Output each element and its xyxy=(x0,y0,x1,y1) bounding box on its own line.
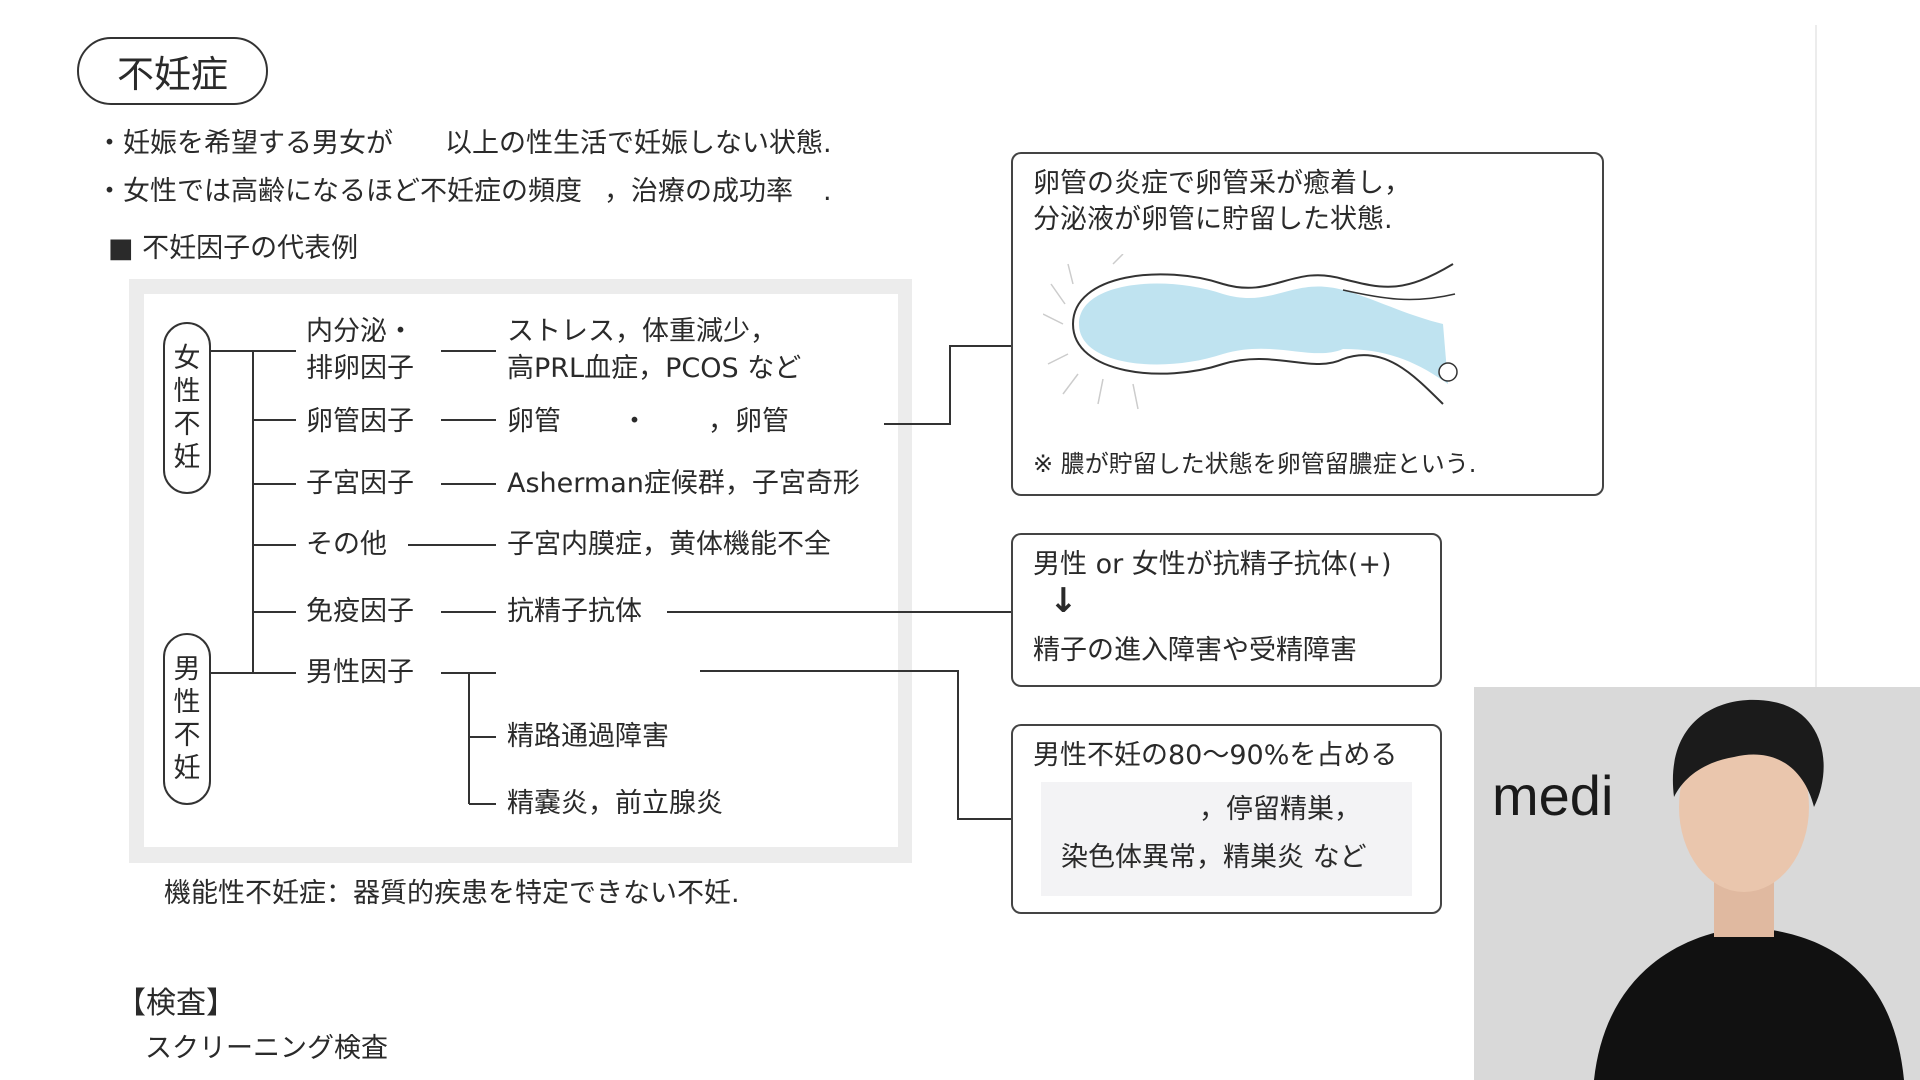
factor-other: その他 xyxy=(306,529,387,560)
female-label-char: 性 xyxy=(173,376,201,407)
male-box-line3: 染色体異常，精巣炎 など xyxy=(1061,842,1367,873)
factor-immune: 免疫因子 xyxy=(306,596,414,627)
brand-logo: medi xyxy=(1492,764,1614,827)
factor-endocrine-2: 排卵因子 xyxy=(306,353,414,384)
factor-uterine: 子宮因子 xyxy=(306,468,414,499)
detail-male-1: 精路通過障害 xyxy=(507,721,669,752)
bullet-2-text: ・女性では高齢になるほど不妊症の頻度 xyxy=(96,176,582,207)
male-box-highlight: ，停留精巣， 染色体異常，精巣炎 など xyxy=(1041,782,1412,896)
tubal-box-line1: 卵管の炎症で卵管采が癒着し， xyxy=(1033,168,1411,199)
immune-box-line1: 男性 or 女性が抗精子抗体(+) xyxy=(1033,549,1392,580)
factor-diagram xyxy=(144,294,898,847)
female-label-char: 女 xyxy=(173,343,201,374)
hydrosalpinx-illustration xyxy=(1043,254,1458,410)
tubal-box-note: ※ 膿が貯留した状態を卵管留膿症という. xyxy=(1033,450,1477,478)
down-arrow-icon: ↓ xyxy=(1049,581,1078,621)
female-label-char: 不 xyxy=(173,409,201,440)
immune-info-box: 男性 or 女性が抗精子抗体(+) ↓ 精子の進入障害や受精障害 xyxy=(1011,533,1442,687)
bullet-1-text: ・妊娠を希望する男女が xyxy=(96,128,393,159)
male-info-box: 男性不妊の80〜90%を占める ，停留精巣， 染色体異常，精巣炎 など xyxy=(1011,724,1442,914)
bullet-2-text-mid: ，治療の成功率 xyxy=(604,176,793,207)
bullet-2-text-after: . xyxy=(823,176,832,207)
right-edge-bracket: 【 xyxy=(1906,44,1920,88)
webcam-overlay: medi xyxy=(1474,687,1920,1080)
detail-tubal-dot: ・ xyxy=(621,406,648,437)
detail-tubal-b: ，卵管 xyxy=(708,406,789,437)
male-box-line2: ，停留精巣， xyxy=(1051,794,1361,826)
bullet-2: ・女性では高齢になるほど不妊症の頻度 ，治療の成功率. xyxy=(96,176,832,208)
page-title: 不妊症 xyxy=(77,37,268,105)
exam-heading: 【検査】 xyxy=(116,986,236,1021)
exam-item: スクリーニング検査 xyxy=(145,1033,388,1064)
male-box-line1: 男性不妊の80〜90%を占める xyxy=(1033,740,1398,771)
detail-uterine: Asherman症候群，子宮奇形 xyxy=(507,468,860,499)
detail-other: 子宮内膜症，黄体機能不全 xyxy=(507,529,831,560)
male-label-char: 妊 xyxy=(173,753,201,784)
male-infertility-label: 男性不妊 xyxy=(163,633,211,805)
female-label-char: 妊 xyxy=(173,442,201,473)
bullet-1: ・妊娠を希望する男女が 以上の性生活で妊娠しない状態. xyxy=(96,128,832,160)
detail-tubal-a: 卵管 xyxy=(507,406,561,437)
immune-box-line2: 精子の進入障害や受精障害 xyxy=(1033,635,1357,666)
factor-endocrine-1: 内分泌・ xyxy=(306,316,414,347)
female-infertility-label: 女性不妊 xyxy=(163,322,211,494)
detail-male-2: 精嚢炎，前立腺炎 xyxy=(507,788,723,819)
tubal-info-box: 卵管の炎症で卵管采が癒着し， 分泌液が卵管に貯留した状態. ※ 膿が貯留した状態… xyxy=(1011,152,1604,496)
bullet-1-text-after: 以上の性生活で妊娠しない状態. xyxy=(445,128,832,159)
detail-endocrine-1: ストレス，体重減少， xyxy=(507,316,777,347)
factor-male: 男性因子 xyxy=(306,657,414,688)
presenter-video xyxy=(1594,699,1904,1080)
factor-tubal: 卵管因子 xyxy=(306,406,414,437)
detail-endocrine-2: 高PRL血症，PCOS など xyxy=(507,353,802,384)
male-box-line2-text: ，停留精巣， xyxy=(1199,794,1361,825)
section-heading: ■ 不妊因子の代表例 xyxy=(108,233,359,264)
male-label-char: 不 xyxy=(173,720,201,751)
detail-immune: 抗精子抗体 xyxy=(507,596,642,627)
male-label-char: 性 xyxy=(173,687,201,718)
male-label-char: 男 xyxy=(173,654,201,685)
tubal-box-line2: 分泌液が卵管に貯留した状態. xyxy=(1033,204,1393,235)
detail-tubal: 卵管 ・ ，卵管 xyxy=(507,406,789,438)
functional-infertility-note: 機能性不妊症：器質的疾患を特定できない不妊. xyxy=(164,878,740,909)
